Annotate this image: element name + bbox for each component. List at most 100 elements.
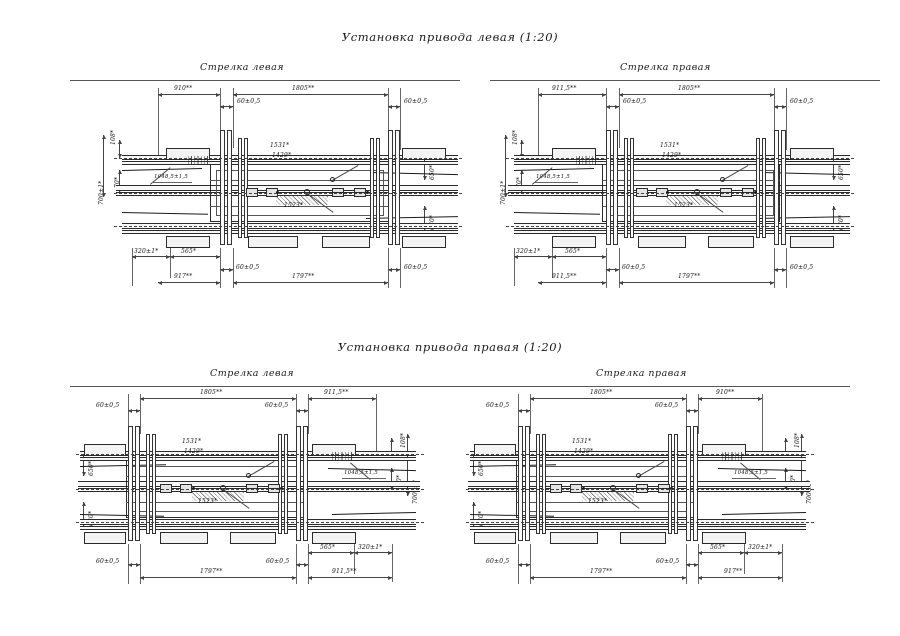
ext-line [786,248,787,288]
panel-bottom-right: Стрелка правая 60±0,5 1805** 60±0,5 910*… [450,368,850,608]
dim-label-vert: 108* [110,129,117,145]
hatched-plate [192,492,244,501]
panel-top-right: Стрелка правая 911,5** 1805** 60±0,5 60±… [490,60,880,300]
post [220,130,225,245]
linkage [666,192,756,193]
dim-label: 565* [710,544,726,551]
sleeper [474,532,516,544]
sleeper [402,148,446,160]
dim-line-320 [744,550,782,555]
body-line [126,502,304,503]
dim-label: 60±0,5 [236,264,260,271]
ext-line [233,88,234,148]
dim-label-vert: 650* [838,164,845,180]
panel-top-left: Стрелка левая 910** 1805** 60±0,5 60±0,5… [70,60,462,300]
ext-line [698,394,699,434]
post [238,138,242,238]
ext-line [606,88,607,148]
dim-label: 1805** [292,85,315,92]
hatched-bar [722,452,744,461]
inner-label-1523: 1523* [284,202,304,209]
dim-label: 60±0,5 [486,558,510,565]
fitting [246,188,258,197]
dim-line-917 [158,280,220,285]
center-line [466,522,814,523]
dim-label: 60±0,5 [486,402,510,409]
fitting [160,484,172,493]
post [128,426,133,541]
dim-label: 60±0,5 [96,558,120,565]
dim-label: 320±1* [748,544,773,551]
dim-label: 911,5** [324,389,349,396]
dim-label: 1797** [292,273,315,280]
post [146,434,150,534]
linkage [276,192,368,193]
inner-label-1048: 1048,5±1,5 [154,174,188,180]
post [525,426,530,541]
center-line [466,489,814,490]
node [192,487,195,490]
dim-line-vert [117,140,122,158]
ext-line [762,394,763,456]
dim-label: 60±0,5 [237,98,261,105]
inner-label-1048: 1048,5±1,5 [536,174,570,180]
dim-label-vert: 650* [478,460,485,476]
sleeper [552,236,596,248]
pivot [330,177,335,182]
sleeper [474,444,516,456]
dim-line-917 [698,575,782,580]
inner-label-1048: 1048,5±1,5 [344,470,378,476]
inner-label-1523: 1523* [198,498,218,505]
dim-line-vert [405,434,410,496]
panel-subtitle: Стрелка правая [620,62,711,73]
fitting [570,484,582,493]
sleeper [638,236,686,248]
ext-line [698,544,699,584]
ext-line [744,544,745,574]
panel-subtitle: Стрелка левая [210,368,295,379]
panel-subtitle: Стрелка правая [596,368,687,379]
dim-line-60d [388,267,400,272]
dim-label: 60±0,5 [622,264,646,271]
post [152,434,156,534]
panel-bottom-left: Стрелка левая 60±0,5 1805** 60±0,5 911,5… [70,368,460,608]
dim-line-60b [388,104,400,109]
inner-label-1531: 1531* [572,438,592,445]
center-line [506,226,854,227]
rail-mid [116,185,458,191]
dim-line-60a [518,408,530,413]
dim-line-1797 [140,575,296,580]
dim-line-320 [132,254,170,259]
ext-line [140,394,141,434]
inner-label-1523: 1523* [588,498,608,505]
post [542,434,546,534]
ext-line [400,88,401,150]
dim-line-911 [308,396,376,401]
post [606,130,611,245]
dim-label: 60±0,5 [404,264,428,271]
dim-label: 910** [716,389,735,396]
dim-label: 60±0,5 [623,98,647,105]
dim-label: 60±0,5 [96,402,120,409]
pivot [304,189,310,195]
dim-line-60d [774,267,786,272]
center-line [506,193,854,194]
dim-label: 60±0,5 [656,558,680,565]
main-title-top: Установка привода левая (1:20) [341,30,559,44]
rail-upper [122,155,458,160]
ext-line [786,88,787,150]
sleeper [708,236,754,248]
pivot [220,485,226,491]
hatched-bar [576,156,598,165]
dim-label: 565* [181,248,197,255]
stock-rail-d [332,511,416,515]
rail-upper [470,451,806,456]
ext-line [308,544,309,584]
dim-line-1797 [233,280,388,285]
dim-label: 1805** [590,389,613,396]
ext-line [308,394,309,434]
dim-line-60c [128,562,140,567]
dim-label-vert: 650* [88,460,95,476]
stock-rail-a [122,168,203,171]
ext-line [530,394,531,434]
